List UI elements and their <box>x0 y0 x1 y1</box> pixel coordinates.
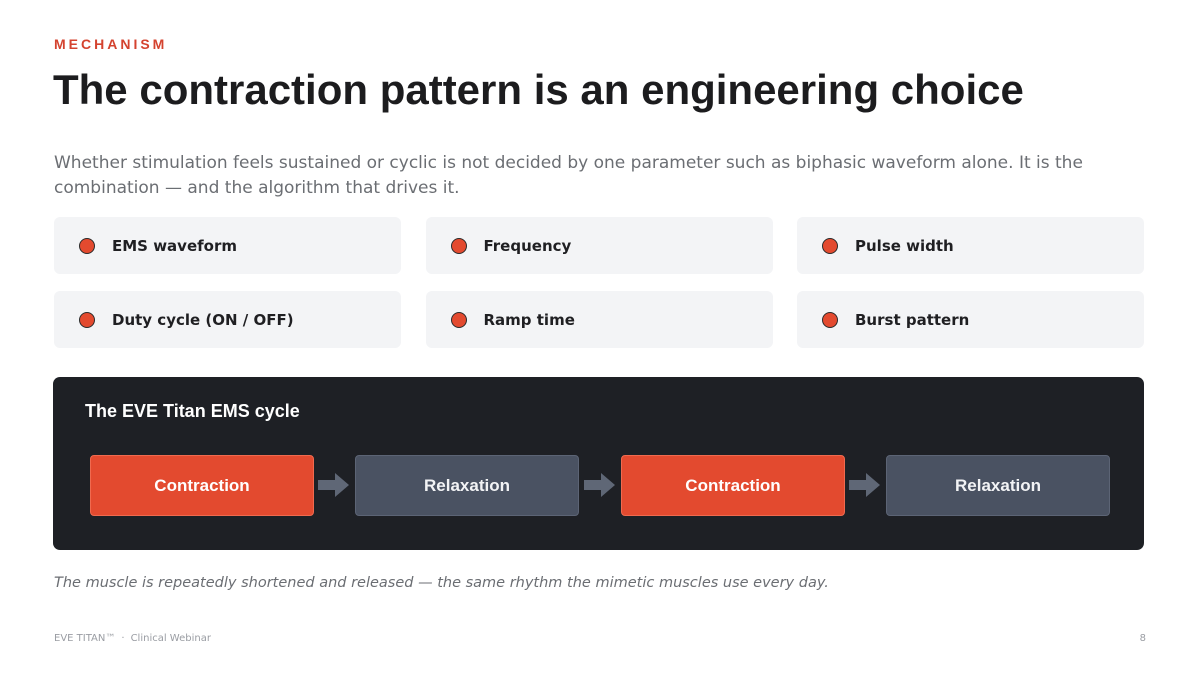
arrow-right-icon <box>318 473 349 497</box>
parameter-label: Frequency <box>483 236 572 255</box>
parameter-card-duty-cycle: Duty cycle (ON / OFF) <box>54 291 401 348</box>
section-eyebrow: MECHANISM <box>54 36 168 52</box>
parameter-label: Pulse width <box>855 236 954 255</box>
footer-separator: · <box>121 633 125 644</box>
parameter-card-ems-waveform: EMS waveform <box>54 217 401 274</box>
parameter-label: Burst pattern <box>855 310 970 329</box>
dot-icon <box>450 237 467 254</box>
footer-brand: EVE TITAN™ <box>54 633 116 644</box>
ems-cycle-panel: The EVE Titan EMS cycle Contraction Rela… <box>53 377 1144 550</box>
cycle-title: The EVE Titan EMS cycle <box>85 401 300 421</box>
parameter-label: EMS waveform <box>112 236 237 255</box>
arrow-right-icon <box>849 473 880 497</box>
parameter-grid: EMS waveform Frequency Pulse width Duty … <box>54 217 1144 348</box>
dot-icon <box>822 237 838 254</box>
lead-paragraph: Whether stimulation feels sustained or c… <box>54 153 1083 198</box>
dot-icon <box>79 311 95 328</box>
footer-event: Clinical Webinar <box>130 633 211 644</box>
phase-relaxation: Relaxation <box>355 455 579 516</box>
arrow-right-icon <box>584 473 615 497</box>
phase-contraction: Contraction <box>90 455 314 516</box>
parameter-card-pulse-width: Pulse width <box>797 217 1144 274</box>
phase-contraction: Contraction <box>621 455 845 516</box>
footer: EVE TITAN™ · Clinical Webinar <box>54 633 211 644</box>
parameter-card-burst-pattern: Burst pattern <box>797 291 1144 348</box>
parameter-card-frequency: Frequency <box>425 217 773 274</box>
cycle-flow: Contraction Relaxation Contraction Relax… <box>90 455 1112 516</box>
dot-icon <box>79 237 95 254</box>
parameter-card-ramp-time: Ramp time <box>425 291 773 348</box>
caption: The muscle is repeatedly shortened and r… <box>54 575 829 591</box>
phase-relaxation: Relaxation <box>886 455 1110 516</box>
parameter-label: Duty cycle (ON / OFF) <box>112 310 294 329</box>
dot-icon <box>822 311 838 328</box>
dot-icon <box>450 311 467 328</box>
page-title: The contraction pattern is an engineerin… <box>53 66 1024 113</box>
page-number: 8 <box>1139 633 1146 644</box>
parameter-label: Ramp time <box>483 310 575 329</box>
